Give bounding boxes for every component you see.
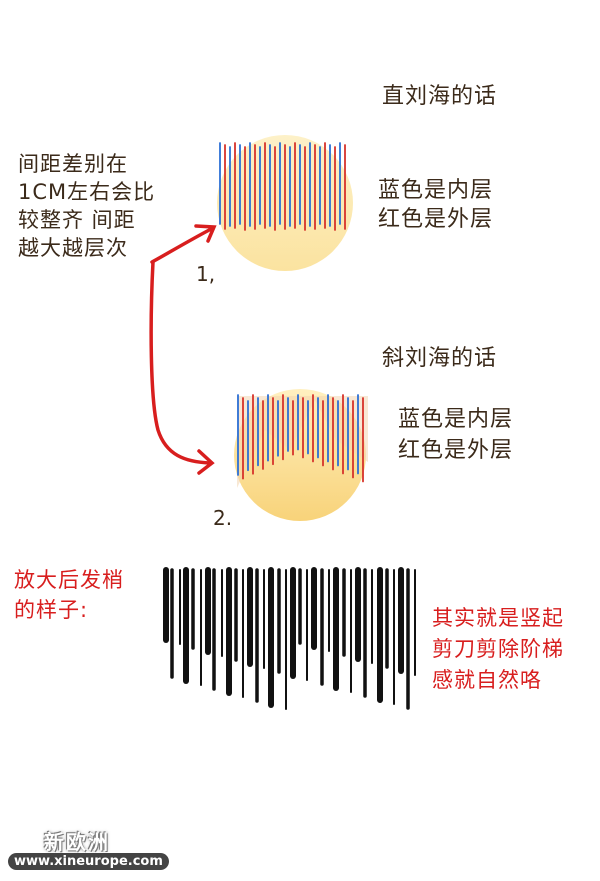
explanation-line: 感就自然咯 [432, 668, 542, 692]
figure-number-2: 2. [213, 506, 233, 530]
spacing-note-line: 越大越层次 [18, 236, 128, 260]
spacing-note-line: 1CM左右会比 [18, 180, 156, 204]
zoom-label: 放大后发梢 的样子: [14, 565, 124, 625]
slanted-bangs-strands [237, 394, 364, 483]
straight-bangs-strands [219, 142, 346, 231]
spacing-note-line: 较整齐 间距 [18, 208, 136, 232]
figure-number-1: 1, [196, 262, 216, 286]
zoom-label-line: 的样子: [14, 598, 89, 622]
legend-blue-inner: 蓝色是内层 [378, 178, 494, 203]
legend-straight: 蓝色是内层 红色是外层 [378, 176, 493, 234]
zoomed-hair-tips [163, 567, 416, 710]
legend-red-outer: 红色是外层 [398, 438, 514, 463]
explanation-line: 剪刀剪除阶梯 [432, 637, 564, 661]
arrow-to-slanted-bangs [149, 260, 215, 475]
spacing-note-line: 间距差别在 [18, 152, 128, 176]
legend-red-outer: 红色是外层 [378, 207, 494, 232]
legend-slanted: 蓝色是内层 红色是外层 [398, 404, 513, 466]
explanation-line: 其实就是竖起 [432, 606, 564, 630]
site-watermark: 新欧洲 www.xineurope.com [8, 826, 169, 874]
watermark-url: www.xineurope.com [8, 853, 169, 870]
spacing-note: 间距差别在 1CM左右会比 较整齐 间距 越大越层次 [18, 150, 155, 262]
slanted-bangs-tint [237, 396, 368, 488]
technique-explanation: 其实就是竖起 剪刀剪除阶梯 感就自然咯 [432, 603, 564, 696]
title-slanted-bangs: 斜刘海的话 [382, 346, 498, 371]
title-straight-bangs: 直刘海的话 [382, 84, 498, 109]
zoom-label-line: 放大后发梢 [14, 568, 124, 592]
legend-blue-inner: 蓝色是内层 [398, 407, 514, 432]
watermark-title: 新欧洲 [44, 830, 110, 854]
arrow-to-straight-bangs [150, 224, 217, 264]
